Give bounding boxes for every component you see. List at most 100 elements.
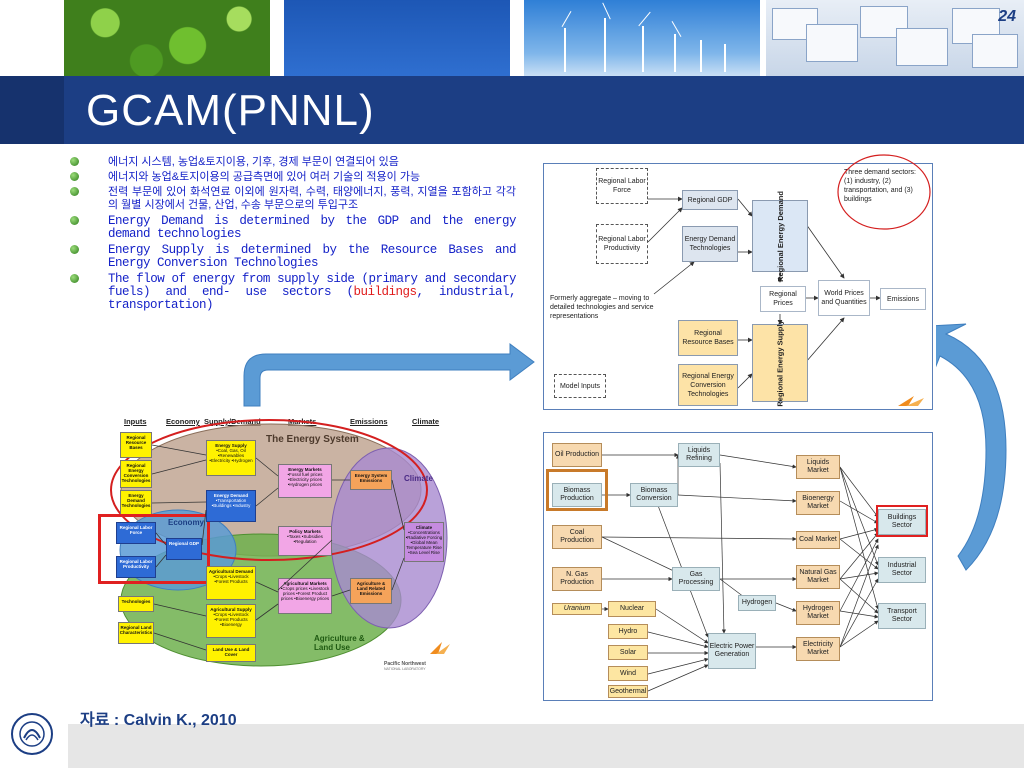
conversion-box: Electric Power Generation xyxy=(708,633,756,669)
energy-demand-box: Energy Demand•Transportation •Buildings … xyxy=(206,490,256,522)
diagram-arrows xyxy=(151,444,405,651)
blue-panel xyxy=(284,0,510,76)
red-circle-highlight xyxy=(837,154,931,230)
market-box: Hydrogen Market xyxy=(796,601,840,625)
agri-demand-box: Agricultural Demand•Crops •Livestock •Fo… xyxy=(206,566,256,600)
climate-label: Climate xyxy=(404,474,433,483)
input-box: Regional Land Characteristics xyxy=(118,622,154,644)
source-box: N. Gas Production xyxy=(552,567,602,591)
market-box: Coal Market xyxy=(796,531,840,549)
leaf-photo xyxy=(64,0,270,76)
column-header: Inputs xyxy=(124,417,147,426)
pnnl-mark-icon xyxy=(430,642,450,654)
labor-productivity-box: Regional Labor Productivity xyxy=(596,224,648,264)
conversion-box: Biomass Conversion xyxy=(630,483,678,507)
flow-arrow-right-icon xyxy=(243,343,535,407)
regional-gdp-box: Regional GDP xyxy=(682,190,738,210)
rb-arrows xyxy=(601,452,880,692)
source-box: Biomass Production xyxy=(552,483,602,507)
input-box: Regional Labor Productivity xyxy=(116,556,156,578)
energy-supply-box: Energy Supply•Coal, Gas, Oil •Renewables… xyxy=(206,440,256,476)
source-citation: 자료 : Calvin K., 2010 xyxy=(80,712,237,729)
gdp-box: Regional GDP xyxy=(166,538,202,560)
input-box: Regional Energy Conversion Technologies xyxy=(120,460,152,488)
bullet-list: 에너지 시스템, 농업&토지이용, 기후, 경제 부문이 연결되어 있음 에너지… xyxy=(68,156,517,314)
input-box: Regional Labor Force xyxy=(116,522,156,544)
primary-box: Solar xyxy=(608,645,648,660)
university-logo-icon xyxy=(11,713,53,755)
sector-box: Transport Sector xyxy=(878,603,926,629)
market-box: Natural Gas Market xyxy=(796,565,840,589)
emissions-box: Emissions xyxy=(880,288,926,310)
land-emissions-box: Agriculture & Land Related Emissions xyxy=(350,578,392,604)
conversion-box: Liquids Refining xyxy=(678,443,720,467)
primary-box: Wind xyxy=(608,666,648,681)
bullet-item: Energy Demand is determined by the GDP a… xyxy=(68,215,517,241)
gcam-structure-diagram: Inputs Economy Supply/Demand Markets Emi… xyxy=(98,410,456,672)
sectors-note: Three demand sectors: (1) industry, (2) … xyxy=(844,169,916,203)
model-inputs-legend: Model Inputs xyxy=(554,374,606,398)
software-screens-photo xyxy=(766,0,1024,76)
primary-box: Geothermal xyxy=(608,685,648,698)
agri-supply-box: Agricultural Supply•Crops •Livestock •Fo… xyxy=(206,604,256,638)
bullet-icon xyxy=(70,187,79,196)
energy-emissions-box: Energy System Emissions xyxy=(350,470,392,490)
bullet-icon xyxy=(70,245,79,254)
energy-supply-box: Regional Energy Supply xyxy=(752,320,808,406)
highlight-text: buildings xyxy=(353,285,417,299)
demand-tech-box: Energy Demand Technologies xyxy=(682,226,738,262)
primary-box: Nuclear xyxy=(608,601,656,617)
bullet-item: 전력 부문에 있어 화석연료 이외에 원자력, 수력, 태양에너지, 풍력, 지… xyxy=(68,186,516,212)
bullet-item: Energy Supply is determined by the Resou… xyxy=(68,244,517,270)
bullet-item: The flow of energy from supply side (pri… xyxy=(68,273,517,312)
market-box: Bioenergy Market xyxy=(796,491,840,515)
economy-label: Economy xyxy=(168,518,205,527)
title-bar xyxy=(0,76,1024,144)
market-box: Electricity Market xyxy=(796,637,840,661)
footer-band xyxy=(68,724,1024,768)
curved-arrow-icon xyxy=(936,323,1007,571)
wind-turbine-photo xyxy=(524,0,760,76)
world-prices-box: World Prices and Quantities xyxy=(818,280,870,316)
pnnl-logo: Pacific Northwest NATIONAL LABORATORY xyxy=(384,642,454,671)
sector-box: Buildings Sector xyxy=(878,509,926,535)
bullet-icon xyxy=(70,274,79,283)
climate-box: Climate•Concentrations •Radiative Forcin… xyxy=(404,522,444,562)
energy-system-label: The Energy System xyxy=(266,434,359,445)
primary-box: Hydro xyxy=(608,624,648,639)
resource-bases-box: Regional Resource Bases xyxy=(678,320,738,356)
energy-flow-diagram: Oil Production Biomass Production Coal P… xyxy=(543,432,933,701)
source-box: Uranium xyxy=(552,603,602,615)
slide-title: GCAM(PNNL) xyxy=(86,86,375,135)
agri-markets-box: Agricultural Markets•Crops prices •Lives… xyxy=(278,578,332,614)
pnnl-mark-icon xyxy=(898,396,924,406)
diagram-ellipses xyxy=(110,419,448,667)
agriculture-label: Agriculture & Land Use xyxy=(314,634,365,652)
market-box: Liquids Market xyxy=(796,455,840,479)
bullet-icon xyxy=(70,172,79,181)
energy-model-flow-diagram: Regional Labor Force Regional Labor Prod… xyxy=(543,154,933,410)
conversion-box: Gas Processing xyxy=(672,567,720,591)
red-highlight-frame xyxy=(876,505,928,537)
conversion-tech-box: Regional Energy Conversion Technologies xyxy=(678,364,738,406)
rt-arrows xyxy=(647,196,881,389)
regional-prices-box: Regional Prices xyxy=(760,286,806,312)
column-header: Emissions xyxy=(350,417,388,426)
red-highlight-frame xyxy=(98,514,210,584)
source-box: Coal Production xyxy=(552,525,602,549)
title-bar-accent xyxy=(0,76,64,144)
input-box: Regional Resource Bases xyxy=(120,432,152,458)
orange-highlight-frame xyxy=(546,469,608,511)
energy-markets-box: Energy Markets•Fossil fuel prices •Elect… xyxy=(278,464,332,498)
labor-force-box: Regional Labor Force xyxy=(596,168,648,204)
bullet-icon xyxy=(70,216,79,225)
column-header: Economy xyxy=(166,417,200,426)
bullet-item: 에너지와 농업&토지이용의 공급측면에 있어 여러 기술의 적용이 가능 xyxy=(68,171,516,184)
bullet-item: 에너지 시스템, 농업&토지이용, 기후, 경제 부문이 연결되어 있음 xyxy=(68,156,516,169)
sector-box: Industrial Sector xyxy=(878,557,926,583)
source-box: Oil Production xyxy=(552,443,602,467)
input-box: Technologies xyxy=(118,596,154,612)
slide-number: 24 xyxy=(998,8,1016,25)
conversion-box: Hydrogen xyxy=(738,595,776,611)
bullet-icon xyxy=(70,157,79,166)
